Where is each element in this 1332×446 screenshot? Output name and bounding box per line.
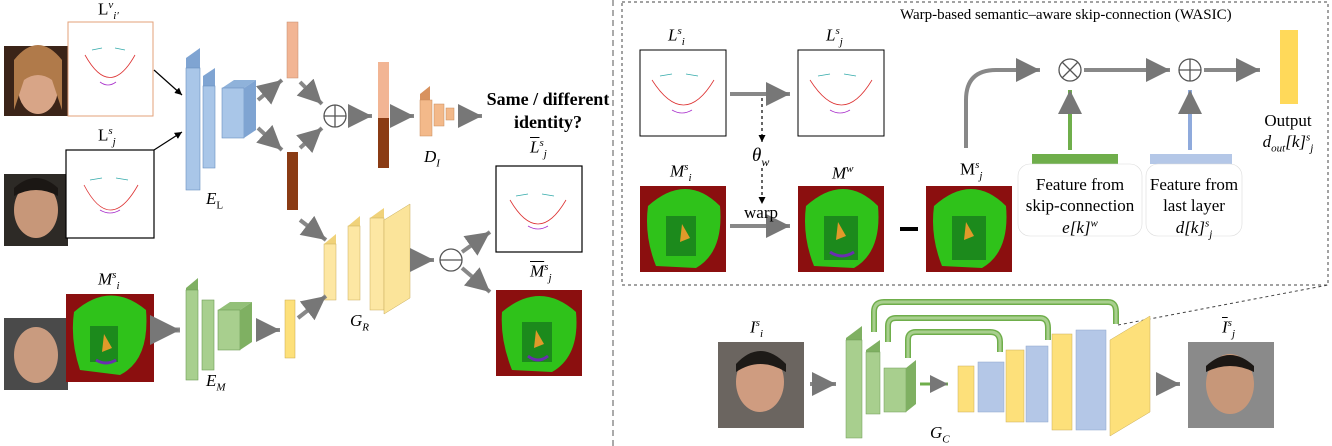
skip-connection-1: [905, 329, 1003, 358]
arrow-EM-to-GR: [296, 294, 328, 321]
label-wasic-Mis: Msi: [670, 161, 692, 185]
skip-feature-caption: Feature from skip-connection e[k]w: [1025, 175, 1135, 237]
output-box: [1252, 104, 1324, 154]
generated-landmark-image: [495, 165, 583, 253]
arrow-bar2-to-GR: [298, 215, 328, 242]
feature-bar-dark: [287, 152, 298, 210]
label-wasic-Mjs: Msj: [960, 159, 983, 183]
arrow-Liv-to-EL: [153, 69, 183, 96]
label-EM: EM: [206, 371, 226, 394]
arrow-bar2-to-sum: [296, 126, 324, 154]
feature-bar-light: [286, 21, 299, 79]
label-DI: DI: [424, 147, 440, 170]
generated-mask-image: [496, 290, 582, 376]
label-wasic-Ljs: Lsj: [826, 25, 843, 49]
arrow-Ljs-to-EL: [153, 131, 183, 151]
label-wasic-Mw: Mw: [832, 163, 854, 183]
input-photo-Iis: [718, 342, 804, 428]
output-caption: Output dout[k]sj: [1262, 111, 1314, 155]
output-feature-bar: [1280, 30, 1298, 104]
face-photo-bottom: [4, 318, 68, 390]
skip-feature-box: [1017, 163, 1143, 237]
generator-GR: [323, 203, 411, 315]
generator-GC: [845, 315, 1151, 439]
wasic-mask-Mjs: [926, 186, 1012, 272]
encoder-EM: [185, 278, 252, 381]
label-Liv: Lvi′: [98, 0, 119, 23]
discriminator-DI: [419, 86, 455, 137]
arrow-EL-to-bar2: [256, 124, 284, 152]
skip-feature-bar: [1032, 154, 1118, 164]
label-GR: GR: [350, 311, 370, 334]
wasic-landmark-Ljs: [797, 49, 885, 137]
label-warp: warp: [744, 203, 778, 222]
face-photo-top: [4, 45, 68, 116]
wasic-landmark-Lis: [639, 49, 727, 137]
label-EL: EL: [206, 189, 224, 212]
wasic-mask-Mis: [640, 186, 726, 272]
output-photo-Ijs: [1188, 342, 1274, 428]
label-Mis-left: Msi: [98, 269, 120, 293]
landmark-image-Ljs: [65, 149, 155, 239]
label-Ltilde-js: Lsj: [530, 137, 547, 161]
feature-bar-concat: [378, 62, 389, 168]
label-Itilde-js: Isj: [1222, 317, 1236, 341]
arrow-curve-to-mult: [964, 58, 1040, 148]
label-Mtilde-js: Msj: [530, 261, 552, 285]
encoder-EL: [185, 48, 256, 191]
arrow-split-to-Mt: [460, 266, 492, 294]
wasic-title: Warp-based semantic–aware skip-connectio…: [900, 7, 1232, 23]
wasic-mask-Mw: [798, 186, 884, 272]
wasic-box: [621, 1, 1329, 286]
label-wasic-Lis: Lsi: [668, 25, 685, 49]
mask-image-Mis-left: [66, 294, 154, 382]
arrow-split-to-Lt: [460, 230, 492, 256]
label-Ljs: Lsj: [98, 125, 116, 149]
arrow-bar1-to-sum: [296, 78, 324, 106]
last-feature-box: [1145, 163, 1243, 237]
landmark-image-Liv: [67, 21, 154, 117]
feature-bar-EM: [284, 299, 296, 359]
label-theta-w: θw: [752, 145, 770, 169]
label-Iis: Isi: [750, 317, 764, 341]
last-feature-caption: Feature from last layer d[k]sj: [1149, 175, 1239, 240]
label-same-different: Same / different identity?: [486, 89, 610, 133]
label-GC: GC: [930, 423, 950, 446]
last-feature-bar: [1150, 154, 1232, 164]
face-photo-mid: [4, 174, 68, 246]
arrow-EL-to-bar1: [255, 78, 284, 105]
